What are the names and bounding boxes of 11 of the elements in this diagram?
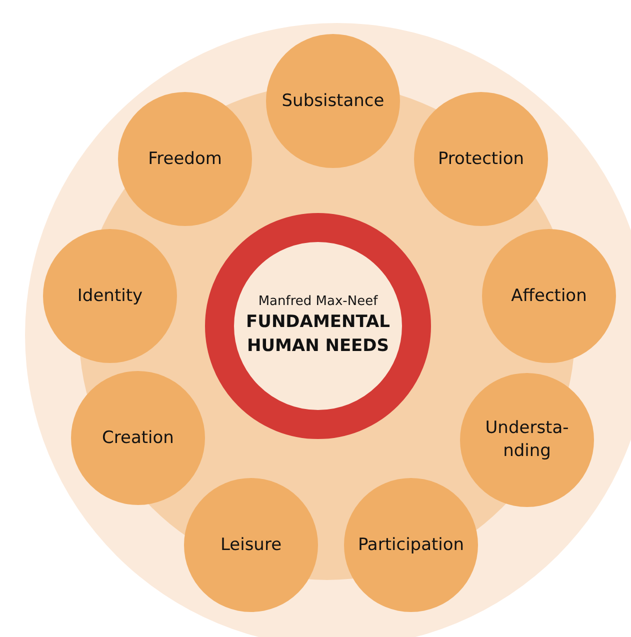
author-name: Manfred Max-Neef (258, 293, 378, 312)
need-label: Identity (77, 284, 143, 308)
need-label: Freedom (148, 148, 222, 170)
need-label: Creation (102, 426, 174, 450)
need-label: Affection (511, 284, 587, 308)
need-label: Leisure (220, 534, 282, 556)
need-label: Understa- nding (484, 417, 570, 463)
need-label: Participation (358, 534, 464, 556)
need-label: Subsistance (282, 90, 384, 112)
center-title: FUNDAMENTAL HUMAN NEEDS (245, 311, 391, 358)
need-label: Protection (438, 148, 524, 170)
